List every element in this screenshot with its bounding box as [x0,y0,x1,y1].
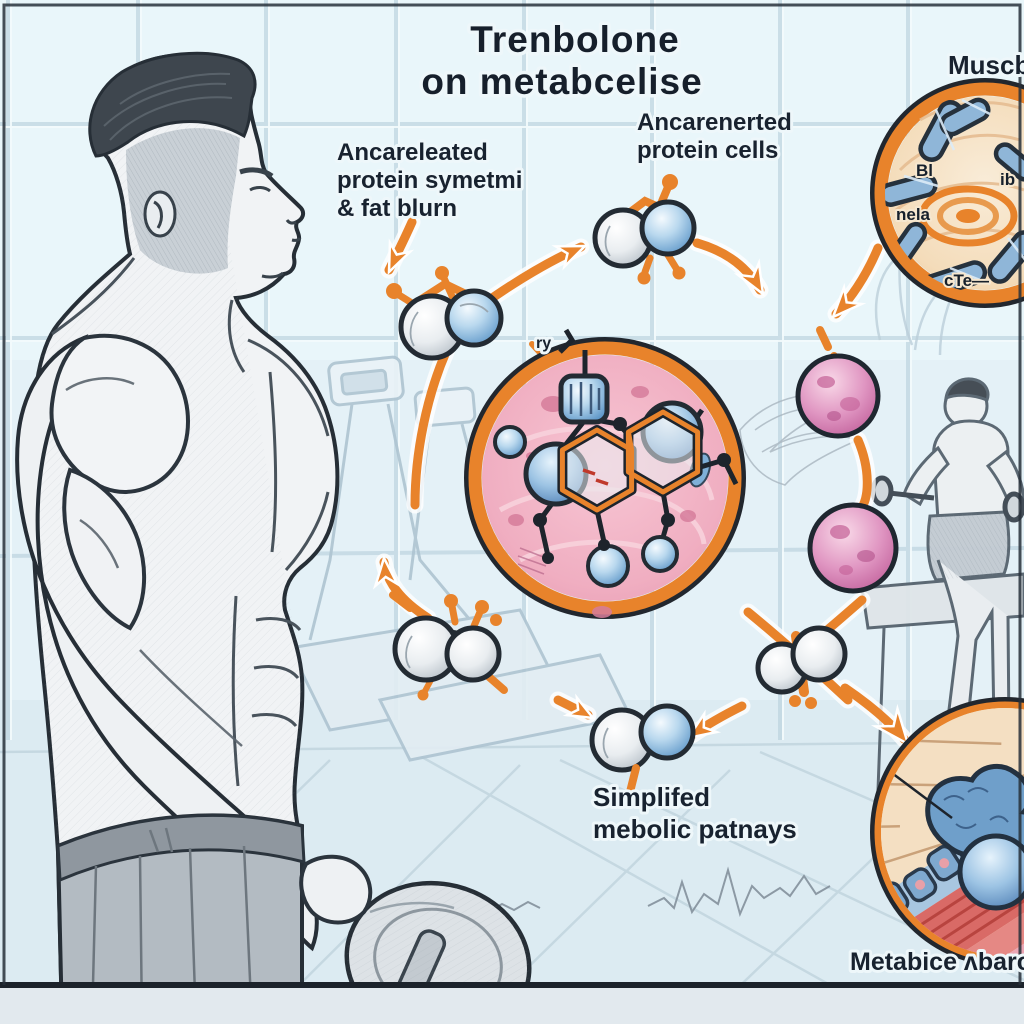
muscle-cell-inset: Bl ib nela cTe— [870,78,1024,308]
cell-sphere-small-left [493,425,527,459]
fiber-sphere [957,833,1024,911]
red-marks [582,468,609,486]
left-label-line-2: protein symetmi [337,167,522,194]
undercut-hatch [126,128,240,274]
muscle-cell-label-nela: nela [896,205,931,224]
orange-swirl-organelle [918,185,1018,247]
bond-nodes [533,417,731,564]
left-label-line-3: & fat blurn [337,195,457,222]
fiber-layers [881,708,1024,956]
molecule-1 [386,266,504,361]
text-labels: Trenbolone on metabcelise Ancareleated p… [334,16,1024,980]
title-line-2: on metabcelise [421,61,702,102]
hexagon-rings [557,407,703,515]
top-right-label: Muscb [948,50,1024,80]
bottom-center-label-line-1: Simplifed [593,782,710,812]
muscle-cell-label-ib: ib [1000,170,1015,189]
molecule-3 [392,594,502,701]
bottom-center-label-line-2: mebolic patnays [593,814,797,844]
frame-border [0,3,1024,1024]
molecule-5 [755,625,848,709]
left-label-line-1: Ancareleated [337,139,488,166]
shorts-creases [90,827,254,1024]
deltoid [49,333,190,494]
metabolic-cell-inset [464,328,746,619]
muscle-cell-label-bl: Bl [916,161,933,180]
cell-hatch-patch [517,547,547,575]
shorts-waistband [56,813,306,883]
dashes-mol3 [389,591,508,694]
muscle-cell-label-cte: cTe— [944,271,989,290]
molecule-4 [589,703,696,805]
nucleus-blob [925,763,1024,859]
cell-sphere-bottom-right [641,535,679,573]
muscle-lines [51,257,330,787]
bottom-right-label: Metabice ʌbarc [850,948,1024,976]
cell-sphere-bottom [586,544,630,588]
cube-molecule [558,373,610,425]
center-label-line-2: protein cells [637,137,778,164]
blue-tubes [885,97,1024,293]
bodybuilder-hand [299,854,373,925]
biceps [62,467,147,631]
center-label-line-1: Ancarenerted [637,109,792,136]
pink-sphere-2 [807,502,899,594]
face-details [143,167,302,279]
molecule-tag-label: ry [536,335,551,352]
arm-hatch-lines [65,377,243,747]
pink-sphere-1 [795,353,881,439]
arc-left-long [410,347,451,510]
molecule-2 [592,174,697,285]
title-line-1: Trenbolone [470,19,679,60]
hair-streaks [103,72,233,141]
arrow-heads [372,238,911,747]
fiber-inset [870,697,1024,967]
